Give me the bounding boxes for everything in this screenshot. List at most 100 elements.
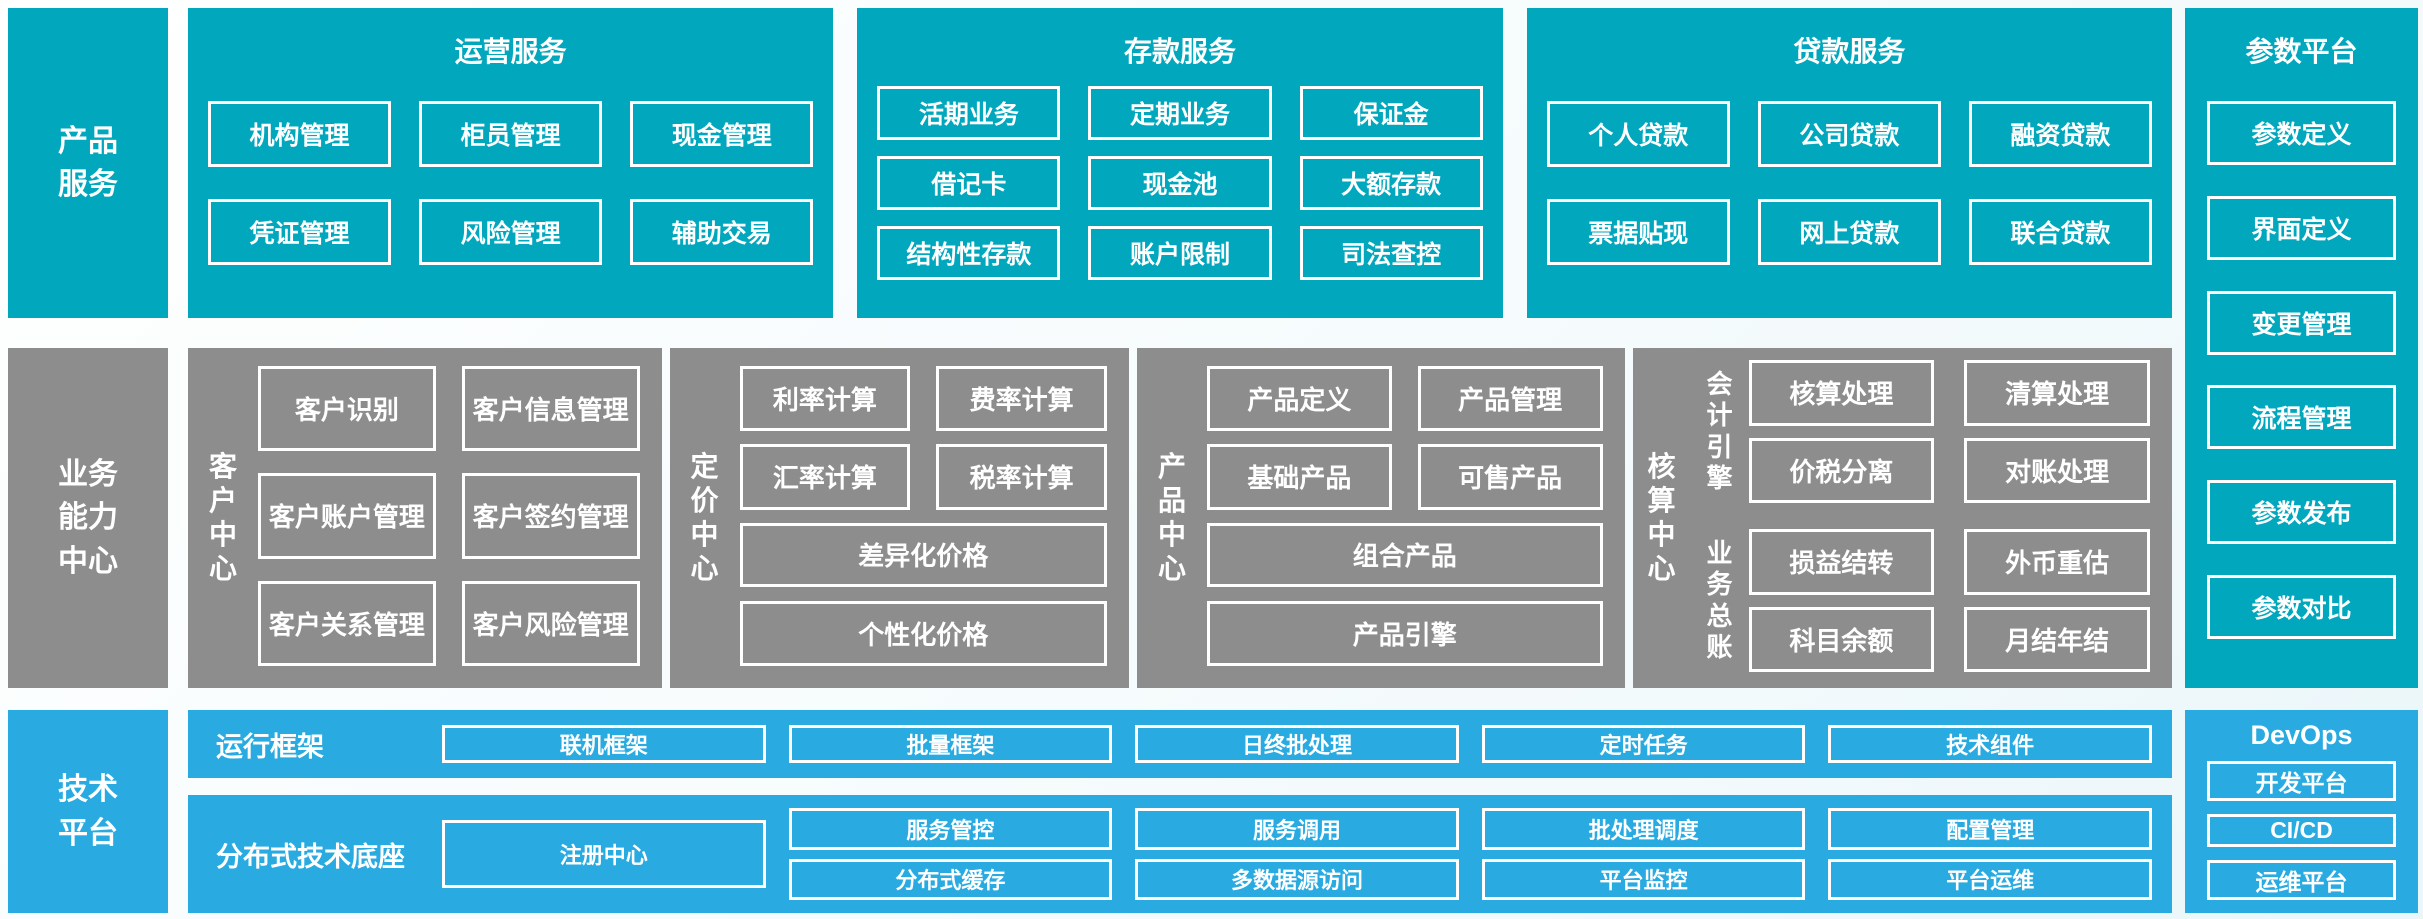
product-services-band: 运营服务 机构管理柜员管理现金管理凭证管理风险管理辅助交易 存款服务 活期业务定… <box>188 8 2172 318</box>
section-customer-center: 客 户 中 心 客户识别客户信息管理客户账户管理客户签约管理客户关系管理客户风险… <box>188 348 662 688</box>
diagram-box: 账户限制 <box>1088 226 1272 280</box>
diagram-box: 结构性存款 <box>877 226 1061 280</box>
diagram-box: 界面定义 <box>2207 195 2396 260</box>
diagram-box: 服务管控 <box>788 808 1113 850</box>
diagram-box: 票据贴现 <box>1546 198 1730 265</box>
section-parameter-platform: 参数平台 参数定义界面定义变更管理流程管理参数发布参数对比 <box>2185 8 2418 688</box>
section-operations-services: 运营服务 机构管理柜员管理现金管理凭证管理风险管理辅助交易 <box>188 8 834 318</box>
business-capability-band: 客 户 中 心 客户识别客户信息管理客户账户管理客户签约管理客户关系管理客户风险… <box>188 348 2172 688</box>
pricing-pair-grid: 利率计算费率计算汇率计算税率计算 <box>739 366 1108 510</box>
diagram-box: 参数发布 <box>2207 480 2396 545</box>
distributed-base-band: 分布式技术底座 注册中心 服务管控服务调用批处理调度配置管理分布式缓存多数据源访… <box>188 795 2172 913</box>
sidebar-business-capability-center: 业务 能力 中心 <box>8 348 168 688</box>
diagram-box: 网上贷款 <box>1757 198 1941 265</box>
diagram-box: 客户签约管理 <box>461 473 640 559</box>
diagram-box: 客户识别 <box>258 366 436 452</box>
section-label: 定 价 中 心 <box>690 450 719 585</box>
sidebar-product-services: 产品 服务 <box>8 8 168 318</box>
diagram-box: 批量框架 <box>788 725 1113 763</box>
operations-services-grid: 机构管理柜员管理现金管理凭证管理风险管理辅助交易 <box>208 70 814 296</box>
diagram-box: 开发平台 <box>2207 761 2396 801</box>
section-label: 产 品 中 心 <box>1158 450 1187 585</box>
section-title: 存款服务 <box>1123 36 1236 67</box>
diagram-box: 保证金 <box>1299 86 1483 140</box>
accounting-engine-grid: 核算处理清算处理价税分离对账处理 <box>1748 360 2150 503</box>
diagram-box: 风险管理 <box>419 198 603 265</box>
diagram-box: 利率计算 <box>739 366 911 432</box>
diagram-box: 客户信息管理 <box>461 366 640 452</box>
diagram-box: 平台监控 <box>1481 858 1806 900</box>
diagram-box: 公司贷款 <box>1757 101 1941 168</box>
diagram-box: 司法查控 <box>1299 226 1483 280</box>
diagram-box: 配置管理 <box>1828 808 2152 850</box>
accounting-center-content: 会 计 引 擎 核算处理清算处理价税分离对账处理 业 务 总 账 损益结转外币重… <box>1691 348 2172 688</box>
section-title: DevOps <box>2250 720 2353 750</box>
diagram-box: 个人贷款 <box>1546 101 1730 168</box>
diagram-box: 外币重估 <box>1964 529 2150 595</box>
diagram-box: 差异化价格 <box>739 522 1108 588</box>
diagram-box: 参数定义 <box>2207 100 2396 165</box>
diagram-box: 组合产品 <box>1207 522 1603 588</box>
diagram-box: 基础产品 <box>1207 444 1392 510</box>
diagram-box: 平台运维 <box>1828 858 2152 900</box>
runtime-framework-band: 运行框架 联机框架批量框架日终批处理定时任务技术组件 <box>188 710 2172 778</box>
diagram-box: 联合贷款 <box>1968 198 2152 265</box>
diagram-box: 技术组件 <box>1828 725 2152 763</box>
diagram-box: 客户关系管理 <box>258 580 436 666</box>
band-label: 分布式技术底座 <box>216 841 405 872</box>
diagram-box: 多数据源访问 <box>1135 858 1459 900</box>
loan-services-grid: 个人贷款公司贷款融资贷款票据贴现网上贷款联合贷款 <box>1546 70 2152 296</box>
pricing-center-content: 利率计算费率计算汇率计算税率计算 差异化价格个性化价格 <box>739 348 1130 688</box>
diagram-box: 现金管理 <box>630 101 814 168</box>
diagram-box: 流程管理 <box>2207 385 2396 450</box>
devops-stack: 开发平台 CI/CD 运维平台 <box>2207 761 2396 900</box>
diagram-box: 产品引擎 <box>1207 601 1603 666</box>
diagram-box: 运维平台 <box>2207 860 2396 900</box>
diagram-box: CI/CD <box>2207 814 2396 847</box>
diagram-box: 对账处理 <box>1964 437 2150 503</box>
section-label: 核 算 中 心 <box>1647 450 1676 585</box>
diagram-box: 参数对比 <box>2207 575 2396 640</box>
customer-center-grid: 客户识别客户信息管理客户账户管理客户签约管理客户关系管理客户风险管理 <box>258 348 662 688</box>
section-title: 参数平台 <box>2245 36 2358 67</box>
diagram-box: 清算处理 <box>1964 360 2150 426</box>
section-label: 客 户 中 心 <box>208 450 237 585</box>
diagram-box: 联机框架 <box>442 725 766 763</box>
product-full-stack: 组合产品产品引擎 <box>1207 522 1603 666</box>
pricing-full-stack: 差异化价格个性化价格 <box>739 522 1108 666</box>
diagram-box: 月结年结 <box>1964 606 2150 672</box>
diagram-box: 产品定义 <box>1207 366 1392 432</box>
group-label: 会 计 引 擎 <box>1706 369 1733 493</box>
diagram-box: 服务调用 <box>1135 808 1459 850</box>
section-loan-services: 贷款服务 个人贷款公司贷款融资贷款票据贴现网上贷款联合贷款 <box>1526 8 2172 318</box>
section-accounting-center: 核 算 中 心 会 计 引 擎 核算处理清算处理价税分离对账处理 业 务 总 账… <box>1632 348 2172 688</box>
section-title: 运营服务 <box>454 36 567 67</box>
section-product-center: 产 品 中 心 产品定义产品管理基础产品可售产品 组合产品产品引擎 <box>1137 348 1625 688</box>
diagram-box: 产品管理 <box>1417 366 1603 432</box>
distributed-base-grid: 注册中心 服务管控服务调用批处理调度配置管理分布式缓存多数据源访问平台监控平台运… <box>442 808 2152 900</box>
product-pair-grid: 产品定义产品管理基础产品可售产品 <box>1207 366 1603 510</box>
diagram-box: 定期业务 <box>1088 86 1272 140</box>
diagram-box: 日终批处理 <box>1135 725 1459 763</box>
diagram-box: 变更管理 <box>2207 290 2396 355</box>
runtime-framework-boxes: 联机框架批量框架日终批处理定时任务技术组件 <box>442 725 2152 763</box>
band-label: 运行框架 <box>216 731 324 762</box>
product-center-content: 产品定义产品管理基础产品可售产品 组合产品产品引擎 <box>1207 348 1625 688</box>
accounting-engine-group: 会 计 引 擎 核算处理清算处理价税分离对账处理 <box>1691 360 2150 503</box>
diagram-box: 客户风险管理 <box>461 580 640 666</box>
diagram-box: 汇率计算 <box>739 444 911 510</box>
diagram-box: 费率计算 <box>936 366 1108 432</box>
group-label: 业 务 总 账 <box>1706 538 1733 662</box>
diagram-box: 核算处理 <box>1748 360 1935 426</box>
section-pricing-center: 定 价 中 心 利率计算费率计算汇率计算税率计算 差异化价格个性化价格 <box>669 348 1130 688</box>
diagram-box: 凭证管理 <box>208 198 392 265</box>
business-ledger-grid: 损益结转外币重估科目余额月结年结 <box>1748 529 2150 672</box>
diagram-box: 损益结转 <box>1748 529 1935 595</box>
parameter-platform-stack: 参数定义界面定义变更管理流程管理参数发布参数对比 <box>2207 70 2396 670</box>
diagram-box: 现金池 <box>1088 156 1272 210</box>
registry-center-box: 注册中心 <box>442 820 766 888</box>
diagram-box: 分布式缓存 <box>788 858 1113 900</box>
business-ledger-group: 业 务 总 账 损益结转外币重估科目余额月结年结 <box>1691 529 2150 672</box>
diagram-box: 个性化价格 <box>739 601 1108 666</box>
section-title: 贷款服务 <box>1793 36 1906 67</box>
